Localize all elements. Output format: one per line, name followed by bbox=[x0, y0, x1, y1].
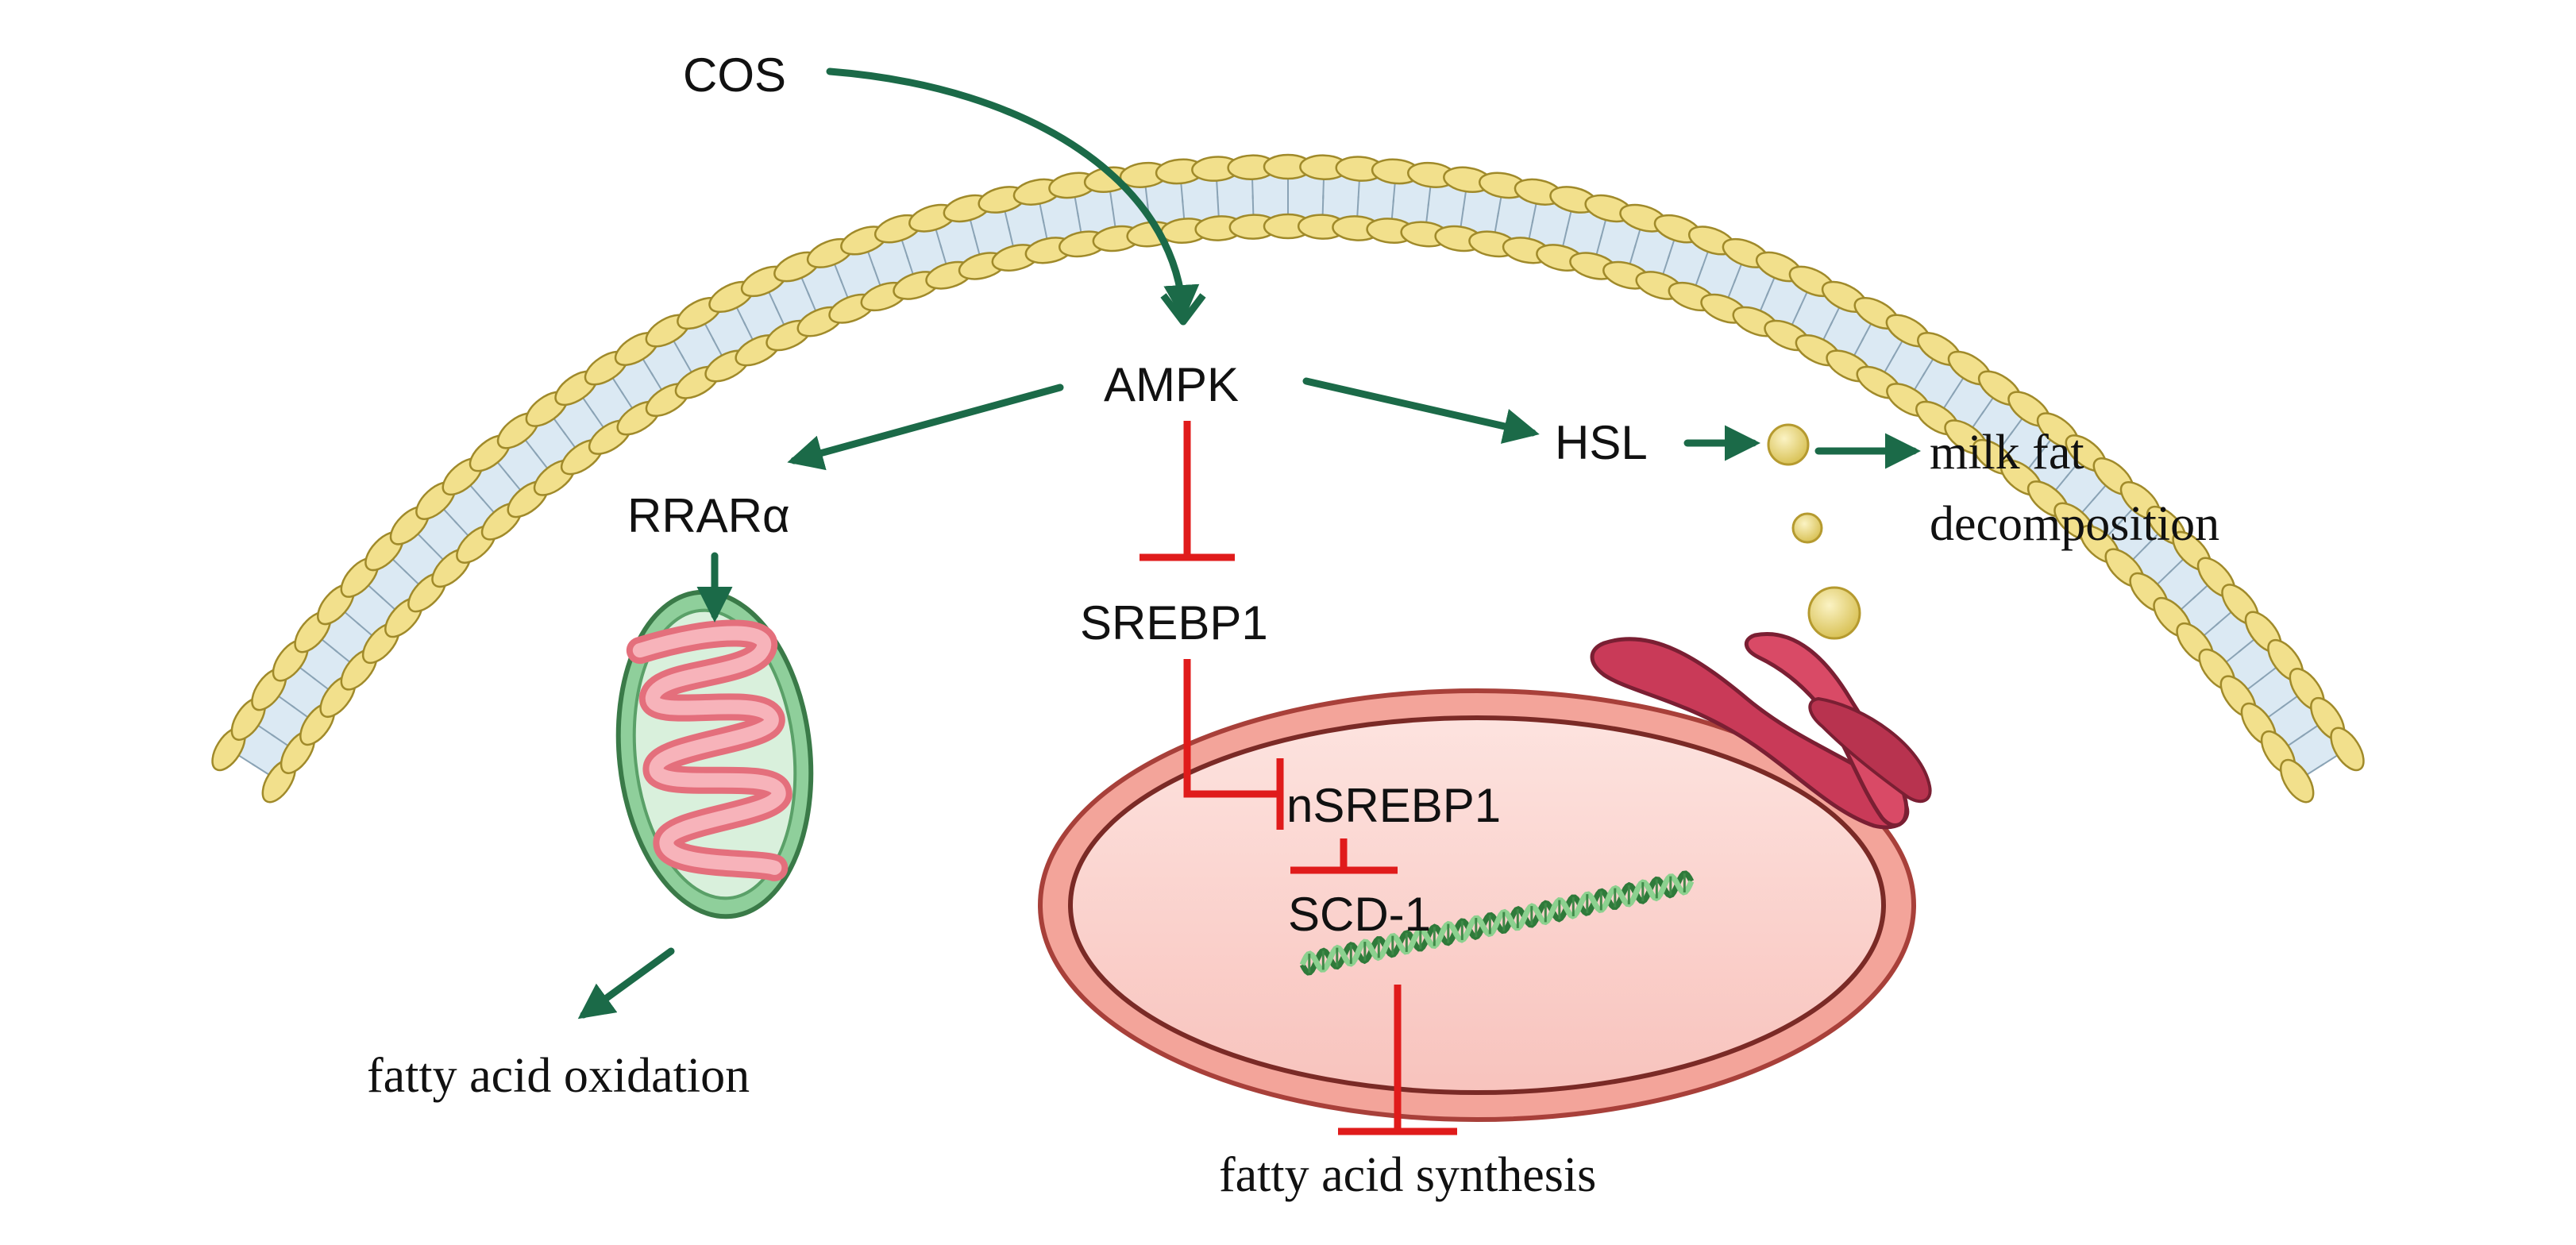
label-fatty-acid-oxidation: fatty acid oxidation bbox=[367, 1049, 750, 1103]
mitochondrion-icon bbox=[615, 589, 814, 919]
label-srebp1: SREBP1 bbox=[1080, 596, 1268, 649]
label-ampk: AMPK bbox=[1104, 358, 1239, 411]
inhibit-nsrebp1-scd1 bbox=[1290, 838, 1398, 874]
arrow-cos-to-ampk-head bbox=[1160, 293, 1206, 326]
arrow-ampk-to-rrar bbox=[787, 384, 1064, 471]
arrow-mitochondrion-to-oxidation bbox=[577, 947, 675, 1020]
endoplasmic-reticulum-icon bbox=[1590, 632, 1932, 830]
label-fatty-acid-synthesis: fatty acid synthesis bbox=[1219, 1148, 1596, 1202]
label-milk-fat: milk fat bbox=[1930, 426, 2084, 480]
inhibit-srebp1-nsrebp1 bbox=[1183, 659, 1284, 830]
label-decomposition: decomposition bbox=[1930, 497, 2219, 551]
nucleus-icon bbox=[1038, 688, 1916, 1122]
inhibit-ampk-srebp1 bbox=[1140, 421, 1235, 561]
label-nsrebp1: nSREBP1 bbox=[1286, 779, 1501, 832]
arrow-ampk-to-hsl bbox=[1302, 377, 1540, 444]
label-cos: COS bbox=[683, 48, 786, 102]
label-hsl: HSL bbox=[1555, 416, 1648, 469]
inhibit-scd1-synthesis bbox=[1338, 985, 1457, 1135]
arrow-cos-to-ampk bbox=[826, 67, 1200, 321]
label-rrar-alpha: RRARα bbox=[627, 489, 790, 542]
label-scd1: SCD-1 bbox=[1288, 888, 1431, 941]
lipid-droplet-icon bbox=[1767, 423, 1861, 640]
dna-helix-icon bbox=[1299, 870, 1695, 976]
lipid-bilayer-icon bbox=[211, 153, 2365, 804]
